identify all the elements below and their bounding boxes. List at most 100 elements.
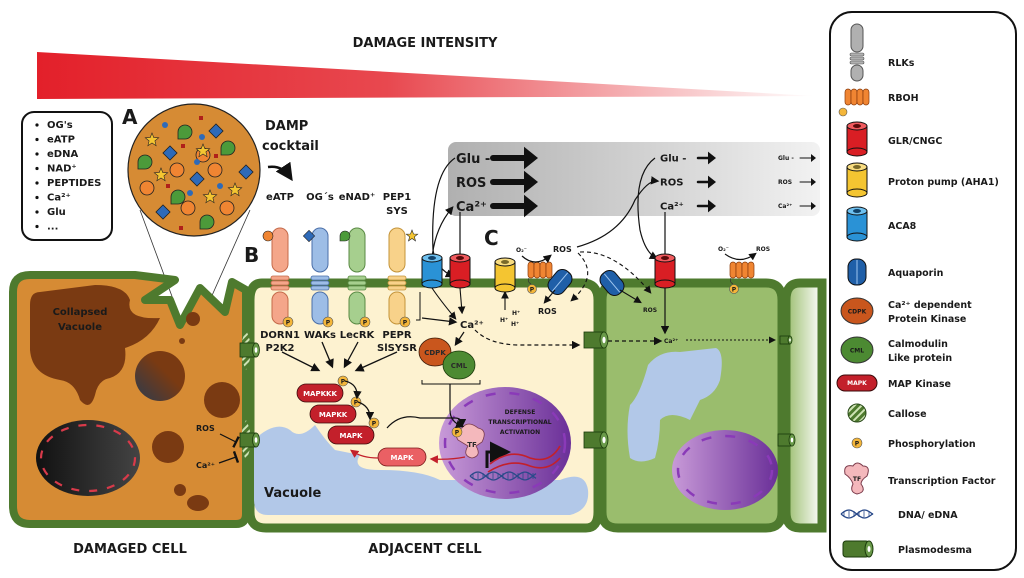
aquaporin-ros-arrow (543, 289, 556, 304)
legend-label: Plasmodesma (898, 545, 972, 556)
receptors-to-ca-arrow (421, 317, 458, 326)
medium-wave-label: Ca²⁺ (660, 202, 684, 213)
nucleus-label-line1: DEFENSE (505, 409, 536, 416)
nucleus-label-line3: ACTIVATION (500, 429, 540, 436)
distal-glr-cngc-channel (654, 253, 676, 289)
mapkkk: MAPKKK (296, 383, 344, 403)
aquaporin (599, 270, 625, 296)
released-fragment (186, 312, 200, 326)
ros-to-wave-arrow (576, 176, 660, 248)
medium-wave-label: ROS (660, 178, 683, 189)
glu-to-distal-glr-arrow (637, 157, 659, 260)
damp-list-item: ... (47, 222, 58, 233)
nucleus-to-mapk-arrow (429, 455, 466, 464)
collapsed-vacuole-label-line2: Vacuole (58, 322, 102, 333)
medium-wave-arrow-head (708, 175, 716, 189)
weak-wave-label: Glu - (778, 155, 794, 162)
damage-intensity-gradient (37, 52, 815, 99)
rboh-icon (838, 88, 870, 117)
bullet (35, 210, 39, 214)
rlk-icon (849, 23, 865, 82)
proton-pump-icon (846, 162, 868, 198)
og-molecule (238, 164, 254, 180)
panel-label-b: B (244, 243, 259, 267)
phospho-label: P (403, 320, 408, 327)
cdpk: CDPK (418, 337, 452, 367)
og-ligand (302, 229, 316, 243)
nuclear-envelope (676, 434, 774, 506)
tf-label: TF (467, 441, 477, 449)
adjacent-vacuole-label: Vacuole (264, 486, 321, 501)
receptor-label-line2: SlSYSR (377, 343, 417, 354)
ligand-label: PEP1 (383, 192, 411, 203)
legend-item-aquaporin: Aquaporin (847, 258, 944, 286)
phospho-label: P (732, 287, 737, 294)
damaged-organelle (135, 351, 185, 401)
phosphorylation-icon: P (851, 437, 863, 449)
mapkk-label: MAPKK (319, 411, 348, 419)
ca-to-cdpk-arrow (454, 331, 465, 346)
ligand-label: eATP (266, 192, 294, 203)
edna-fragment (214, 154, 218, 158)
peptide-molecule (227, 182, 243, 197)
plasmodesma (239, 432, 260, 448)
strong-wave-arrow-head (524, 170, 538, 194)
distal-nucleus (672, 430, 778, 510)
phospho-label: P (341, 379, 346, 386)
phosphorylation-icon (527, 284, 537, 294)
glr-cngc-channel (449, 253, 471, 289)
distal-ros-top-label: ROS (756, 246, 770, 253)
mapk-label: MAPK (340, 432, 364, 440)
dorn1-to-cascade-arrow (281, 351, 321, 372)
plasmodesma (583, 431, 609, 449)
legend-label: Calmodulin (888, 339, 948, 350)
rboh: P (729, 261, 755, 294)
panel-label-a: A (122, 105, 138, 129)
mapkkk-label: MAPKKK (303, 390, 337, 398)
legend-badge: TF (853, 476, 861, 483)
transcription-start-arrow (485, 441, 511, 468)
nad-molecule (220, 140, 236, 156)
damp-list-item: eDNA (47, 149, 78, 160)
weak-wave-arrow-head (811, 178, 816, 186)
ca-ion (194, 159, 200, 165)
waks-to-cascade-arrow (321, 341, 334, 369)
legend-label: DNA/ eDNA (898, 510, 958, 521)
damaged-ros-label: ROS (196, 424, 215, 433)
damaged-organelle (187, 495, 209, 511)
aca8-icon (846, 206, 868, 242)
adjacent-cell: Vacuole DEFENSE TRANSCRIPTIONAL ACTIVATI… (245, 278, 603, 533)
hplus-label: H⁺ (511, 321, 519, 328)
phosphorylation-icon (322, 316, 334, 328)
damp-list-item: NAD⁺ (47, 164, 77, 175)
legend-badge: CDPK (848, 309, 867, 316)
legend-label: Proton pump (AHA1) (888, 177, 999, 188)
edna-fragment (166, 184, 170, 188)
distal-vacuole (627, 348, 722, 462)
legend-label: Phosphorylation (888, 439, 976, 450)
phosphorylation-icon (729, 284, 739, 294)
plasmodesma-icon (842, 540, 874, 558)
weak-wave-label: ROS (778, 179, 792, 186)
nucleus-label-line2: TRANSCRIPTIONAL (488, 419, 551, 426)
released-fragment (179, 338, 185, 344)
ligand-label: eNAD⁺ (339, 192, 375, 203)
cdpk-icon: CDPK (840, 297, 874, 325)
damp-list-item: eATP (47, 135, 75, 146)
ros-diffusion-arrow (570, 252, 589, 302)
signal-waves-panel (448, 142, 820, 216)
peptide-molecule (153, 167, 169, 182)
adjacent-nucleus (439, 387, 571, 499)
medium-wave-label: Glu - (660, 154, 686, 165)
mapk: MAPK (327, 425, 375, 445)
o2-label: O₂⁻ (516, 247, 527, 254)
receptor-label: WAKs (304, 330, 336, 341)
legend-badge: MAPK (847, 380, 867, 387)
ros-callose-inhibition (219, 433, 240, 448)
pepr-to-cascade-arrow (354, 351, 398, 372)
damp-list-item: Glu (47, 207, 66, 218)
aca8-to-ca-inner-arrow (431, 287, 457, 320)
transcription-factor-icon: TF (844, 462, 869, 495)
hplus-label: H⁺ (512, 310, 520, 317)
